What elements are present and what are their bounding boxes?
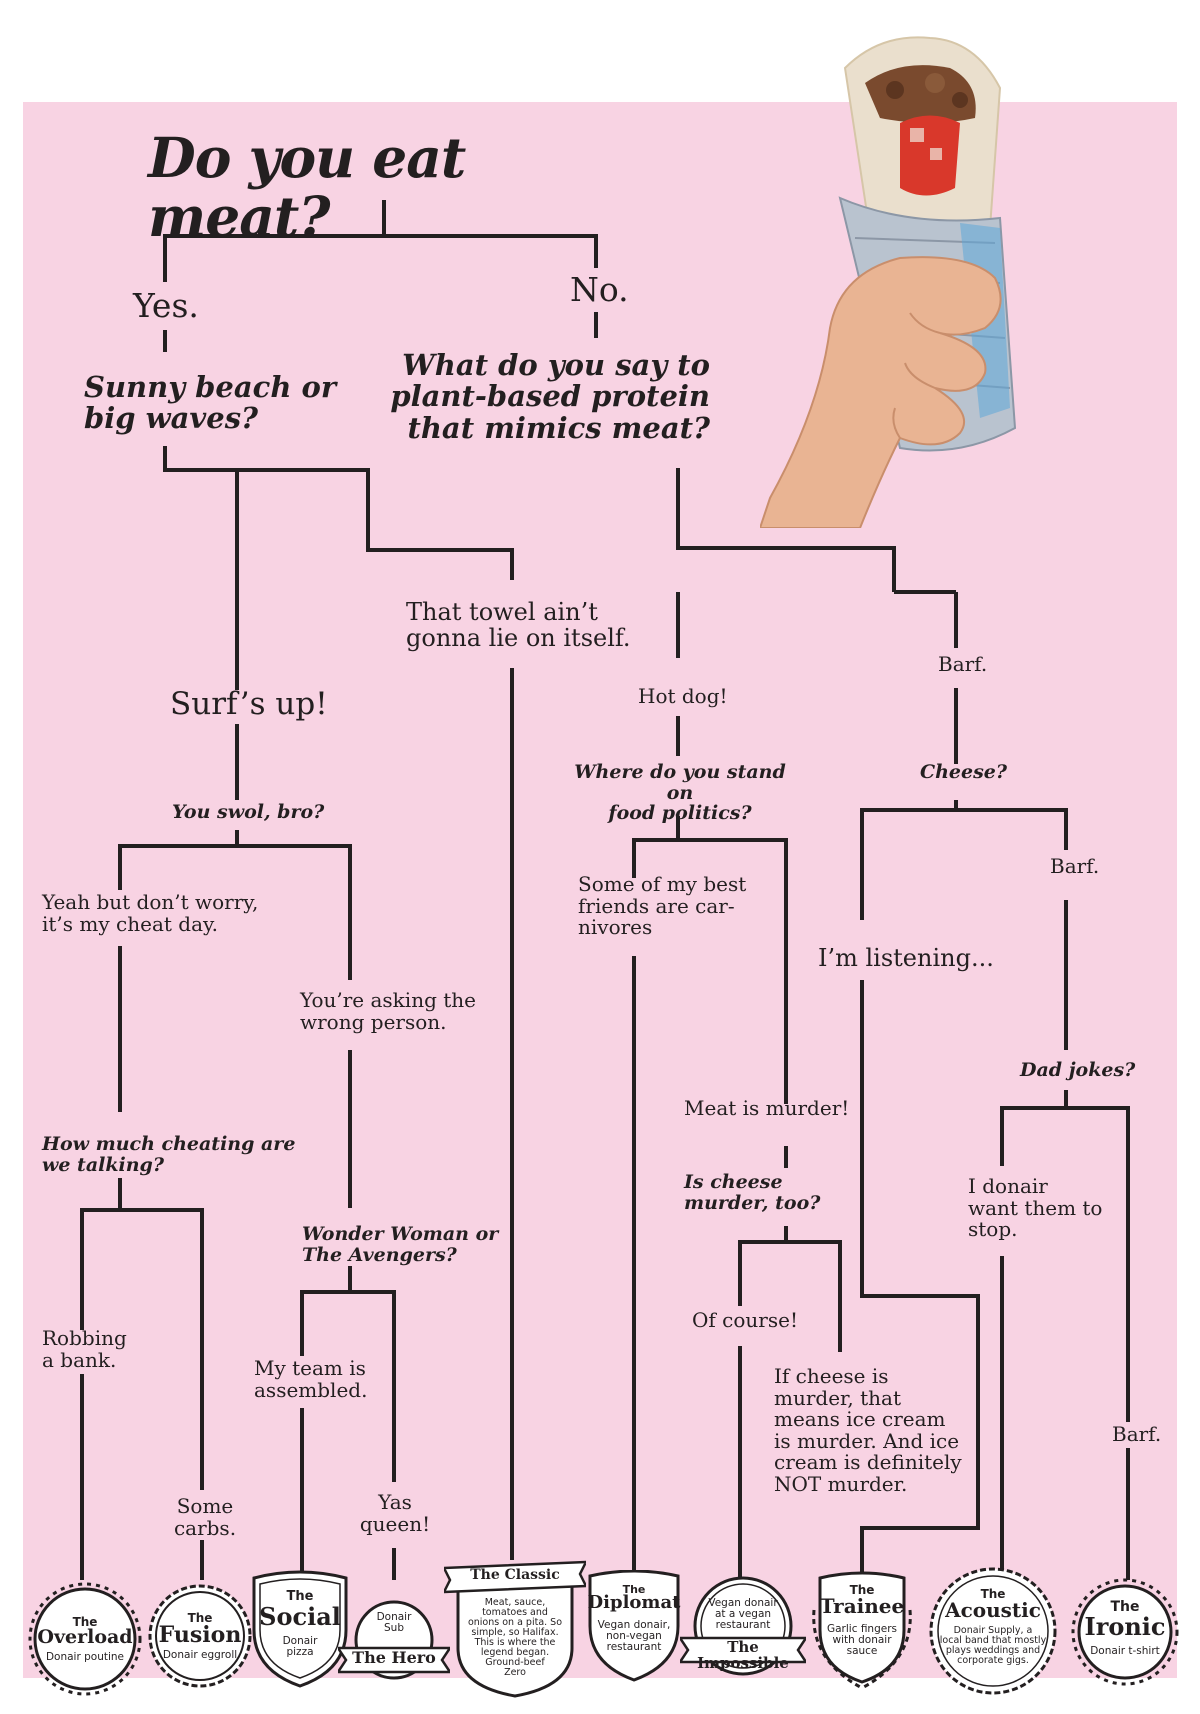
result-fusion-the: The (187, 1611, 213, 1625)
answer-robbing: Robbing a bank. (42, 1326, 127, 1372)
answer-barf-2: Barf. (1050, 854, 1100, 878)
result-badge-diplomat: The Diplomat Vegan donair, non-vegan res… (586, 1569, 682, 1682)
question-food-politics: Where do you stand on food politics? (574, 761, 786, 825)
answer-barf-3: Barf. (1112, 1422, 1162, 1446)
answer-cheat-day: Yeah but don’t worry, it’s my cheat day. (42, 890, 259, 936)
result-classic-desc: Meat, sauce, tomatoes and onions on a pi… (467, 1597, 563, 1678)
laurel-circle-icon (1071, 1578, 1179, 1686)
result-badge-fusion: The Fusion Donair eggroll (146, 1582, 254, 1690)
ribbon-circle-icon (677, 1576, 809, 1676)
question-dad-jokes: Dad jokes? (1020, 1059, 1136, 1081)
result-badge-impossible: Vegan donair at a vegan restaurant The I… (677, 1576, 809, 1686)
scalloped-circle-icon (148, 1584, 252, 1688)
result-acoustic-the: The (980, 1587, 1006, 1601)
answer-if-cheese: If cheese is murder, that means ice crea… (774, 1364, 962, 1496)
answer-surfs-up: Surf’s up! (170, 686, 328, 722)
answer-team-assembled: My team is assembled. (254, 1356, 368, 1402)
result-overload-name: Overload (37, 1626, 133, 1648)
answer-asking-wrong: You’re asking the wrong person. (300, 988, 476, 1034)
result-diplomat-the: The (622, 1583, 646, 1596)
result-fusion-name: Fusion (158, 1622, 242, 1648)
question-how-much-cheating: How much cheating are we talking? (42, 1133, 296, 1176)
result-diplomat-name: Diplomat (587, 1592, 681, 1613)
answer-meat-murder: Meat is murder! (684, 1096, 850, 1120)
donair-photo (760, 36, 1017, 528)
result-hero-desc: Donair Sub (376, 1611, 412, 1635)
result-impossible-desc: Vegan donair at a vegan restaurant (708, 1597, 778, 1632)
answer-best-friends: Some of my best friends are car- nivores (578, 872, 747, 940)
result-social-name: Social (259, 1602, 341, 1631)
result-impossible-name: The Impossible (697, 1638, 789, 1672)
result-overload-the: The (72, 1615, 98, 1629)
result-hero-name: The Hero (352, 1648, 436, 1667)
answer-no: No. (570, 270, 629, 309)
result-trainee-the: The (849, 1583, 875, 1597)
result-ironic-the: The (1110, 1599, 1140, 1615)
result-trainee-desc: Garlic fingers with donair sauce (826, 1623, 897, 1658)
answer-of-course: Of course! (692, 1308, 798, 1332)
answer-hot-dog: Hot dog! (638, 684, 728, 708)
result-badge-hero: Donair Sub The Hero (335, 1600, 453, 1686)
question-wonder-woman: Wonder Woman or The Avengers? (302, 1223, 499, 1266)
result-acoustic-desc: Donair Supply, a local band that mostly … (939, 1625, 1047, 1666)
answer-yas-queen: Yas queen! (359, 1490, 431, 1536)
result-diplomat-desc: Vegan donair, non-vegan restaurant (597, 1619, 671, 1654)
result-overload-desc: Donair poutine (45, 1651, 125, 1663)
question-plant-based: What do you say to plant-based protein t… (390, 348, 710, 445)
answer-towel: That towel ain’t gonna lie on itself. (406, 598, 631, 652)
ribbon-circle-icon (335, 1600, 453, 1680)
ribbon-shield-icon (441, 1560, 589, 1698)
result-ironic-name: Ironic (1084, 1612, 1166, 1641)
shield-icon (252, 1570, 348, 1688)
question-you-swol: You swol, bro? (172, 801, 325, 823)
result-badge-acoustic: The Acoustic Donair Supply, a local band… (928, 1566, 1058, 1696)
result-badge-trainee: The Trainee Garlic fingers with donair s… (810, 1570, 914, 1690)
question-cheese: Cheese? (920, 761, 1008, 783)
result-acoustic-name: Acoustic (945, 1598, 1041, 1622)
question-cheese-murder: Is cheese murder, too? (684, 1171, 821, 1214)
answer-yes: Yes. (133, 286, 199, 325)
answer-i-donair: I donair want them to stop. (968, 1174, 1103, 1242)
result-trainee-name: Trainee (819, 1594, 905, 1618)
answer-barf-1: Barf. (938, 652, 988, 676)
result-badge-social: The Social Donair pizza (250, 1570, 350, 1690)
scalloped-circle-icon (929, 1567, 1057, 1695)
result-badge-classic: The Classic Meat, sauce, tomatoes and on… (441, 1558, 589, 1698)
laurel-shield-icon (812, 1571, 912, 1690)
question-sunny-beach: Sunny beach or big waves? (84, 370, 337, 436)
result-social-the: The (286, 1589, 314, 1604)
result-classic-name: The Classic (470, 1567, 560, 1583)
result-badge-overload: The Overload Donair poutine (28, 1582, 142, 1696)
answer-some-carbs: Some carbs. (173, 1494, 237, 1540)
result-ironic-desc: Donair t-shirt (1090, 1645, 1160, 1657)
result-badge-ironic: The Ironic Donair t-shirt (1070, 1574, 1180, 1690)
laurel-circle-icon (28, 1582, 142, 1696)
answer-listening: I’m listening... (818, 944, 994, 972)
shield-icon (588, 1569, 680, 1682)
result-fusion-desc: Donair eggroll (162, 1649, 238, 1661)
result-social-desc: Donair pizza (282, 1635, 318, 1659)
title: Do you eat meat? (148, 125, 466, 250)
